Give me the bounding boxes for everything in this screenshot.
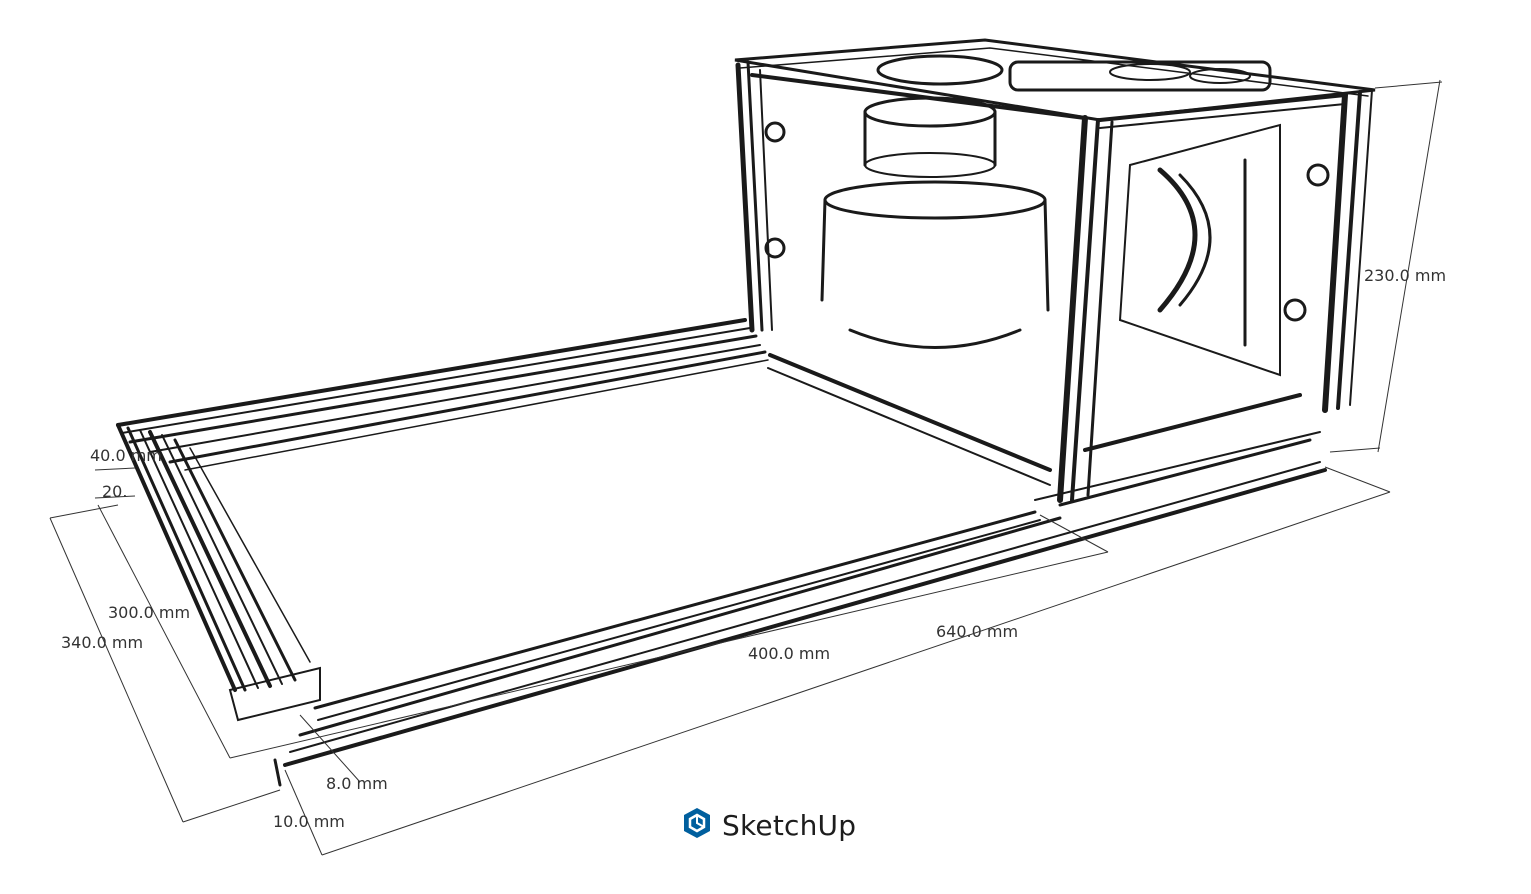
box-bottom: [768, 353, 1052, 472]
dim-height-230: 230.0 mm: [1364, 266, 1446, 285]
dim-width-300: 300.0 mm: [108, 603, 190, 622]
dim-offset-8: 8.0 mm: [326, 774, 388, 793]
front-corner-post: [1057, 115, 1088, 503]
top-connector-block: [1008, 60, 1272, 92]
enclosure-box: [734, 38, 1376, 507]
right-post: [1322, 92, 1348, 413]
dimension-lines: [49, 79, 1443, 856]
top-hole-large: [876, 54, 1004, 86]
dim-length-400: 400.0 mm: [748, 644, 830, 663]
sketchup-brand: SketchUp: [680, 806, 856, 844]
dim-profile-40: 40.0 mm: [90, 446, 162, 465]
left-post: [735, 62, 755, 333]
box-top: [734, 38, 1376, 122]
dim-width-340: 340.0 mm: [61, 633, 143, 652]
bolts: [764, 121, 1330, 322]
sketchup-wordmark: SketchUp: [722, 808, 857, 842]
front-rail: [273, 431, 1327, 787]
base-frame: [116, 318, 1327, 787]
fan-cylinder: [820, 96, 1050, 349]
left-rail: [116, 423, 321, 722]
dim-length-640: 640.0 mm: [936, 622, 1018, 641]
dim-profile-20: 20.: [102, 482, 127, 501]
dim-offset-10: 10.0 mm: [273, 812, 345, 831]
sketchup-logo-icon: [680, 806, 714, 844]
back-rail: [116, 318, 769, 471]
side-component: [1118, 123, 1281, 377]
